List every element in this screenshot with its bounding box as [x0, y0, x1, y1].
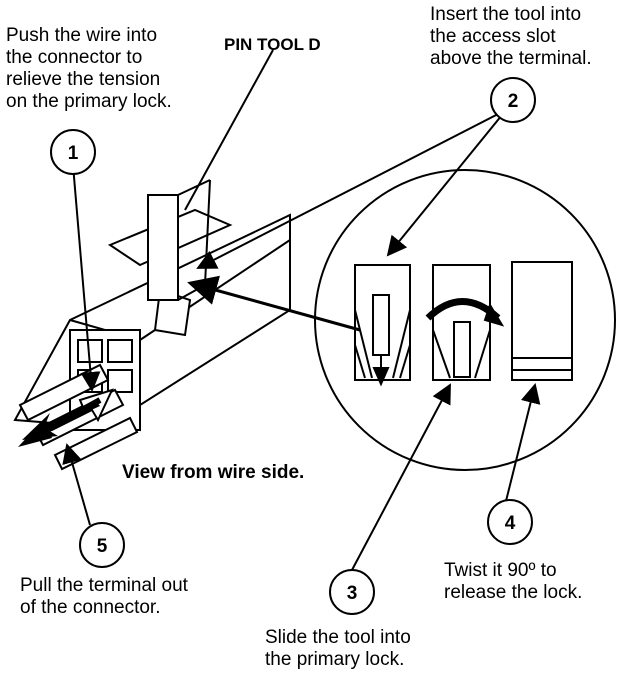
callout-number-5: 5 — [97, 536, 108, 557]
step4-line: release the lock. — [444, 582, 583, 603]
callout-number-4: 4 — [505, 513, 516, 534]
step2-text: Insert the tool into the access slot abo… — [430, 4, 592, 70]
step5-line: of the connector. — [20, 597, 161, 618]
callout-number-1: 1 — [68, 143, 79, 164]
pin-tool-label: PIN TOOL D — [224, 35, 321, 54]
step3-text: Slide the tool into the primary lock. — [265, 627, 411, 671]
step1-line: Push the wire into — [6, 25, 158, 46]
step1-line: on the primary lock. — [6, 91, 172, 112]
step2-line: Insert the tool into — [430, 4, 582, 25]
pull-arrow — [18, 397, 102, 447]
step4-line: Twist it 90º to — [444, 560, 557, 581]
detail-panel-released — [511, 261, 573, 381]
leader-lines — [62, 49, 541, 571]
view-caption: View from wire side. — [122, 462, 305, 483]
step2-line: above the terminal. — [430, 48, 592, 69]
callout-circle-3: 3 — [329, 569, 375, 615]
step3-line: Slide the tool into — [265, 627, 411, 648]
pin-tool — [147, 179, 211, 301]
step1-text: Push the wire into the connector to reli… — [6, 25, 172, 113]
callout-number-2: 2 — [508, 91, 519, 112]
step1-line: relieve the tension — [6, 69, 161, 90]
detail-panel-slide — [354, 264, 411, 387]
callout-number-3: 3 — [347, 583, 358, 604]
step1-line: the connector to — [6, 47, 143, 68]
step3-line: the primary lock. — [265, 649, 405, 670]
callout-circle-1: 1 — [50, 129, 96, 175]
callout-circle-2: 2 — [490, 77, 536, 123]
detail-panel-twist — [425, 264, 505, 381]
callout-circle-4: 4 — [487, 499, 533, 545]
step4-text: Twist it 90º to release the lock. — [444, 560, 582, 604]
callout-circle-5: 5 — [79, 522, 125, 568]
step5-line: Pull the terminal out — [20, 575, 188, 596]
step2-line: the access slot — [430, 26, 556, 47]
step5-text: Pull the terminal out of the connector. — [20, 575, 188, 619]
